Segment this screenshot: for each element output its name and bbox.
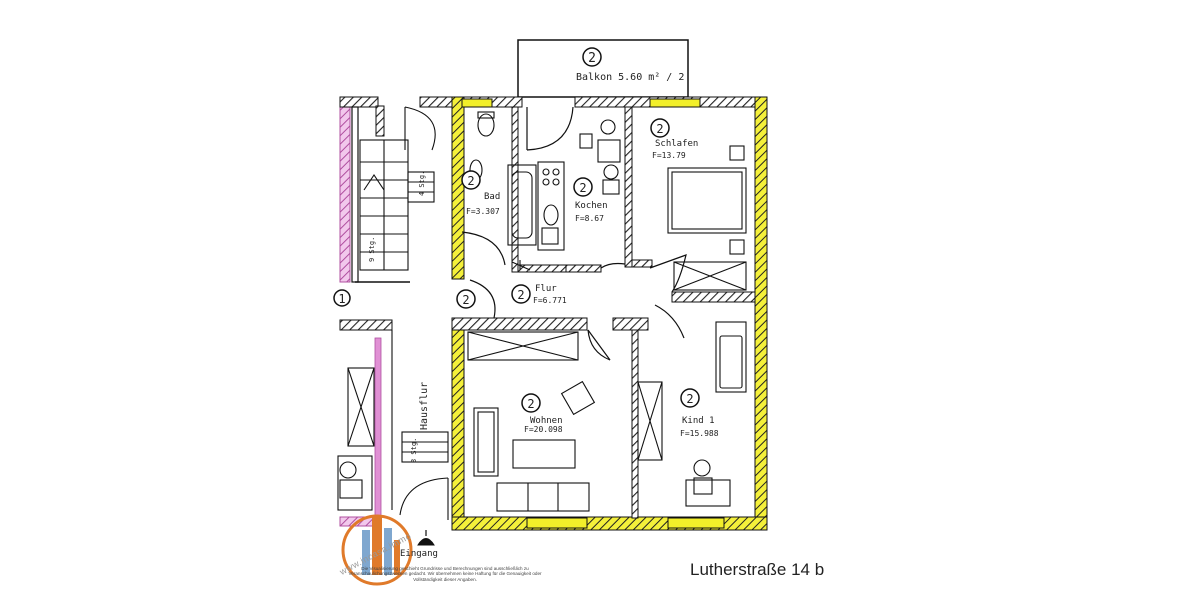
kind1-number-circle (680, 388, 700, 408)
wohnen-number: 2 (527, 397, 534, 411)
bad-area: F=3.307 (466, 207, 500, 216)
upper-stairs (359, 106, 436, 271)
kochen-area: F=8.67 (575, 214, 604, 223)
kind1-area: F=15.988 (680, 429, 719, 438)
schlafen-name: Schlafen (655, 139, 698, 149)
kind1-number: 2 (686, 392, 693, 406)
flur-door-number-circle (456, 289, 476, 309)
stairwell-walls (339, 96, 471, 331)
flur-number: 2 (517, 288, 524, 302)
kochen-name: Kochen (575, 201, 608, 211)
entrance-label: Eingang (400, 549, 438, 559)
hausflur-area (337, 330, 449, 520)
stair-label-upper-b: 9 Stg. (368, 237, 376, 262)
neighbor-number-circle (333, 289, 351, 307)
wohnen-number-circle (521, 393, 541, 413)
disclaimer-text: Die Visualisierung geschieht Grundrisse … (348, 566, 542, 582)
entrance-symbol (417, 530, 435, 546)
stair-label-lower: 3 Stg. (410, 438, 418, 463)
schlafen-number-circle (650, 118, 670, 138)
incasa-logo (341, 514, 413, 586)
flur-area: F=6.771 (533, 296, 567, 305)
neighbor-number: 1 (338, 292, 345, 306)
interior-walls (451, 106, 756, 519)
wohnen-name: Wohnen (530, 416, 563, 426)
flur-door-number: 2 (462, 293, 469, 307)
kochen-number: 2 (579, 181, 586, 195)
bad-number-circle (461, 170, 481, 190)
bad-number: 2 (467, 174, 474, 188)
hausflur-label: Hausflur (419, 382, 430, 430)
schlafen-number: 2 (656, 122, 663, 136)
kitchen-fixtures (511, 119, 621, 271)
balkon-number: 2 (588, 51, 596, 66)
kochen-number-circle (573, 177, 593, 197)
balkon-label: Balkon 5.60 m² / 2 (576, 72, 684, 83)
bedroom-fixtures (667, 145, 747, 291)
schlafen-area: F=13.79 (652, 151, 686, 160)
living-fixtures (467, 331, 596, 512)
kids-room-fixtures (637, 321, 747, 507)
stair-label-upper-a: 4 Stg. (418, 171, 426, 196)
windows (461, 98, 725, 529)
bad-name: Bad (484, 192, 500, 202)
flur-name: Flur (535, 284, 557, 294)
flur-number-circle (511, 284, 531, 304)
balkon-number-circle (582, 47, 602, 67)
address-label: Lutherstraße 14 b (690, 560, 825, 579)
balcony: 2 Balkon 5.60 m² / 2 (517, 39, 689, 98)
kind1-name: Kind 1 (682, 416, 715, 426)
wohnen-area: F=20.098 (524, 425, 563, 434)
